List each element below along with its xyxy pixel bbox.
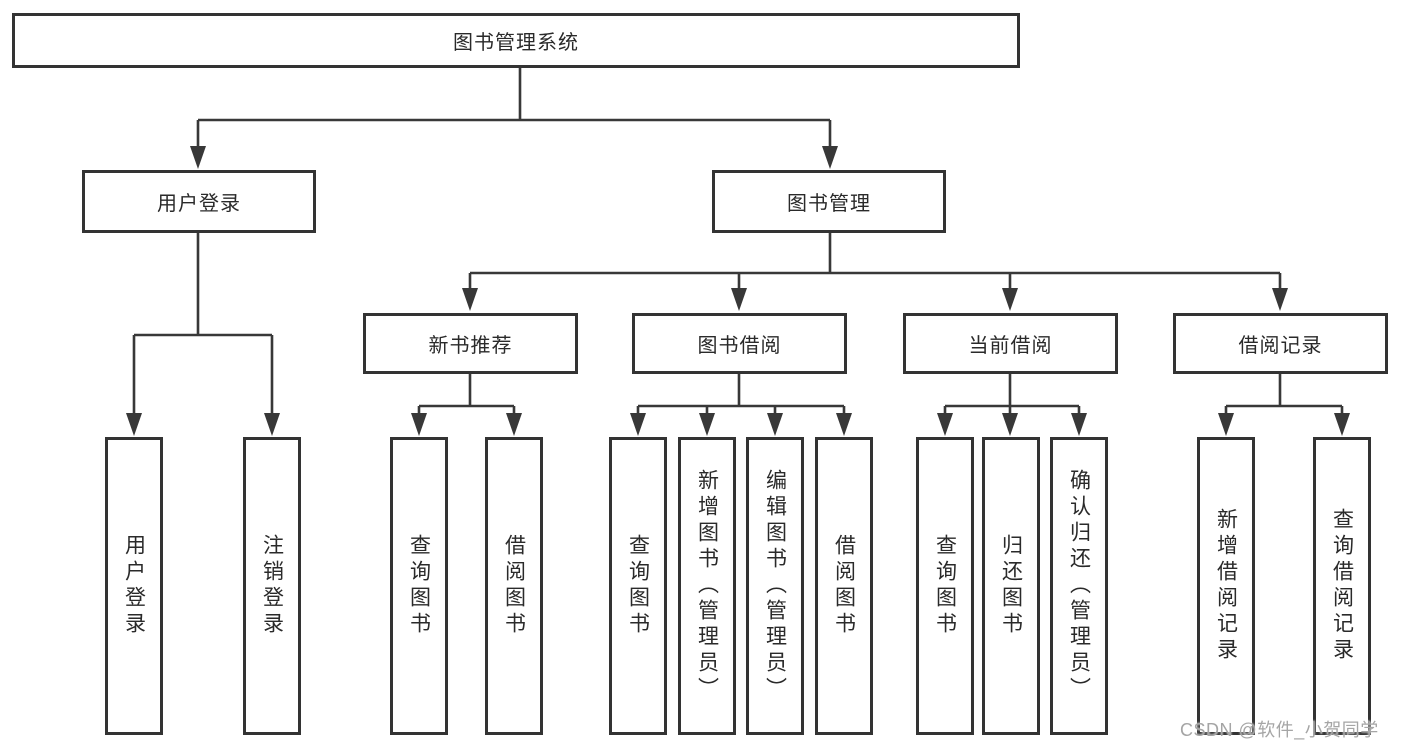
node-borrow-records-label: 借阅记录 xyxy=(1238,335,1323,357)
leaf-user-login-label: 用户登录 xyxy=(122,534,146,638)
leaf-borrow-books-recommend: 借阅图书 xyxy=(485,437,543,735)
node-new-book-recommend: 新书推荐 xyxy=(363,313,578,374)
leaf-query-borrow-record-label: 查询借阅记录 xyxy=(1330,508,1354,664)
connector-borrow-records-to-leaves xyxy=(1224,374,1344,416)
node-new-book-recommend-label: 新书推荐 xyxy=(428,335,513,357)
connector-book-mgmt-to-level3 xyxy=(468,233,1282,291)
leaf-edit-book-admin: 编辑图书（管理员） xyxy=(746,437,804,735)
leaf-logout-label: 注销登录 xyxy=(260,534,284,638)
leaf-query-books-borrow-label: 查询图书 xyxy=(626,534,650,638)
connector-book-borrow-to-leaves xyxy=(636,374,846,416)
leaf-confirm-return-admin: 确认归还（管理员） xyxy=(1050,437,1108,735)
leaf-borrow-books-borrow: 借阅图书 xyxy=(815,437,873,735)
node-root-label: 图书管理系统 xyxy=(453,32,579,54)
node-user-login-label: 用户登录 xyxy=(157,193,241,215)
leaf-edit-book-admin-label: 编辑图书（管理员） xyxy=(763,469,787,703)
leaf-query-books-recommend: 查询图书 xyxy=(390,437,448,735)
arrowheads xyxy=(126,146,1350,436)
leaf-query-borrow-record: 查询借阅记录 xyxy=(1313,437,1371,735)
node-book-management-label: 图书管理 xyxy=(787,193,871,215)
leaf-query-books-recommend-label: 查询图书 xyxy=(407,534,431,638)
connector-user-login-to-leaves xyxy=(132,233,274,416)
leaf-return-book: 归还图书 xyxy=(982,437,1040,735)
leaf-user-login: 用户登录 xyxy=(105,437,163,735)
leaf-borrow-books-recommend-label: 借阅图书 xyxy=(502,534,526,638)
leaf-return-book-label: 归还图书 xyxy=(999,534,1023,638)
connector-root-to-level2 xyxy=(196,68,832,150)
leaf-add-borrow-record: 新增借阅记录 xyxy=(1197,437,1255,735)
leaf-confirm-return-admin-label: 确认归还（管理员） xyxy=(1067,469,1091,703)
leaf-add-book-admin: 新增图书（管理员） xyxy=(678,437,736,735)
leaf-add-book-admin-label: 新增图书（管理员） xyxy=(695,469,719,703)
leaf-query-books-borrow: 查询图书 xyxy=(609,437,667,735)
node-book-borrow: 图书借阅 xyxy=(632,313,847,374)
leaf-borrow-books-borrow-label: 借阅图书 xyxy=(832,534,856,638)
node-current-borrow-label: 当前借阅 xyxy=(968,335,1053,357)
node-root-system: 图书管理系统 xyxy=(12,13,1020,68)
node-user-login: 用户登录 xyxy=(82,170,316,233)
node-book-borrow-label: 图书借阅 xyxy=(697,335,782,357)
csdn-watermark: CSDN @软件_小贺同学 xyxy=(1180,720,1379,740)
connector-current-borrow-to-leaves xyxy=(943,374,1081,416)
node-book-management: 图书管理 xyxy=(712,170,946,233)
leaf-query-books-current-label: 查询图书 xyxy=(933,534,957,638)
node-borrow-records: 借阅记录 xyxy=(1173,313,1388,374)
leaf-logout: 注销登录 xyxy=(243,437,301,735)
connector-new-book-to-leaves xyxy=(417,374,516,416)
leaf-add-borrow-record-label: 新增借阅记录 xyxy=(1214,508,1238,664)
leaf-query-books-current: 查询图书 xyxy=(916,437,974,735)
node-current-borrow: 当前借阅 xyxy=(903,313,1118,374)
